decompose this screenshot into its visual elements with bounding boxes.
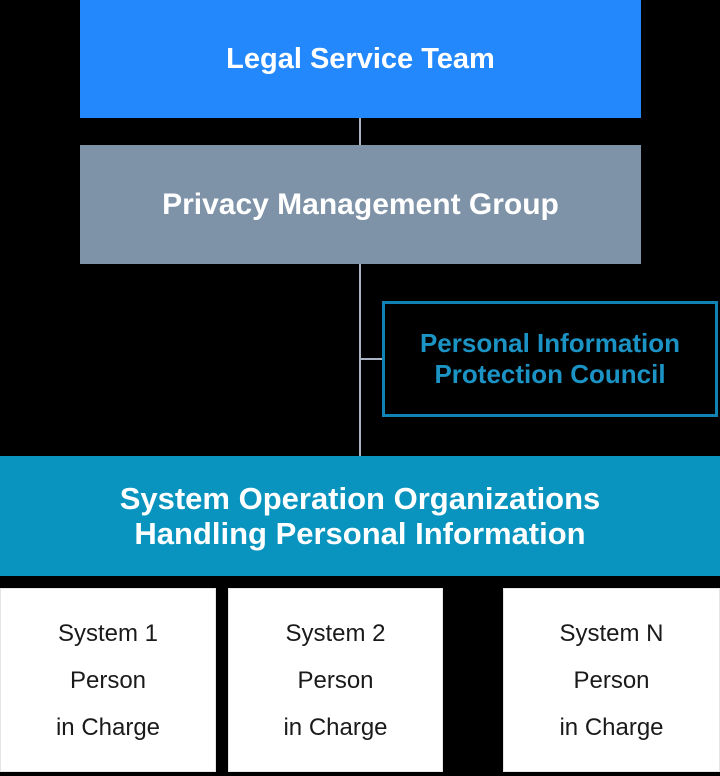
person1-line1: System 1 [57,619,159,647]
council-label-line2: Protection Council [434,359,666,389]
person1-line2: Person [69,666,147,694]
node-system-1-person-in-charge: System 1 Person in Charge [0,588,216,772]
person2-line2: Person [297,666,374,694]
sysops-label-line2: Handling Personal Information [134,516,586,551]
person2-line1: System 2 [285,619,386,647]
person1-line3: in Charge [55,713,161,741]
node-privacy-management-group-label: Privacy Management Group [162,187,559,221]
node-legal-service-team: Legal Service Team [80,0,641,118]
node-legal-service-team-label: Legal Service Team [226,42,495,75]
node-system-n-person-in-charge: System N Person in Charge [503,588,720,772]
node-system-2-person-in-charge: System 2 Person in Charge [228,588,443,772]
connector-branch-to-council [361,358,382,360]
person3-line1: System N [559,619,664,647]
person2-line3: in Charge [283,713,388,741]
node-personal-information-protection-council: Personal Information Protection Council [382,301,718,417]
node-privacy-management-group: Privacy Management Group [80,145,641,264]
person3-line2: Person [573,666,650,694]
sysops-label-line1: System Operation Organizations [119,481,601,516]
node-system-operation-organizations: System Operation Organizations Handling … [0,456,720,576]
person3-line3: in Charge [559,713,664,741]
connector-legal-to-privacy [359,118,361,145]
connector-privacy-to-sysops [359,264,361,456]
council-label-line1: Personal Information [419,328,681,358]
